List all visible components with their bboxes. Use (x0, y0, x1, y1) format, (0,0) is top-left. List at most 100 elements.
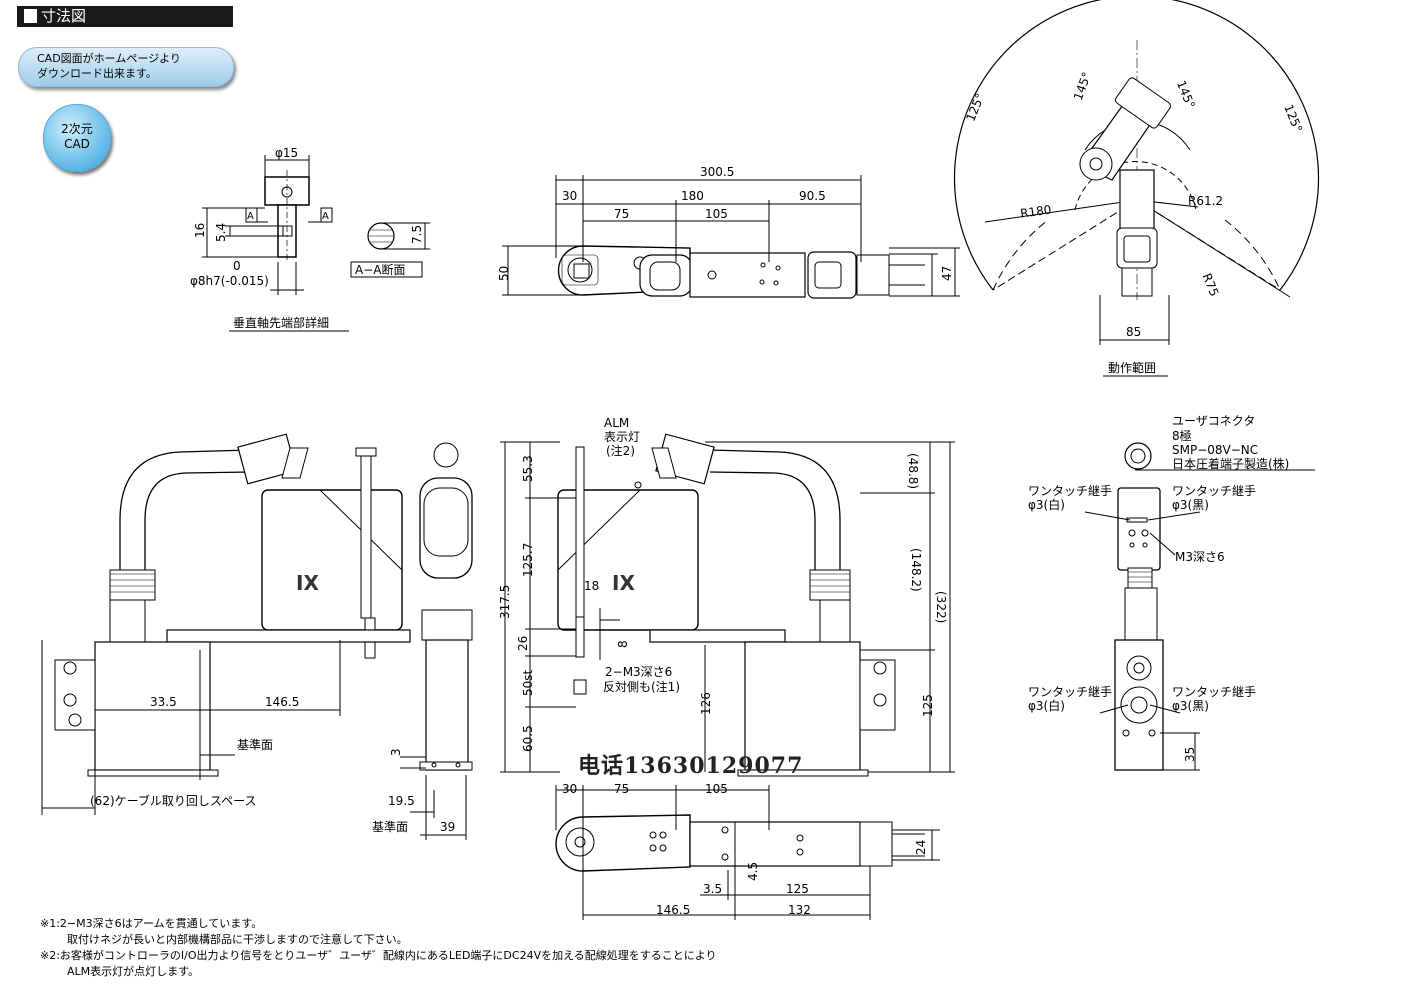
main-alm-3: (注2) (606, 443, 635, 458)
side-dim-146-5: 146.5 (265, 695, 299, 709)
cad-note-line2: ダウンロード出来ます。 (37, 67, 157, 80)
cad-badge-line2: CAD (64, 137, 90, 151)
top-dim-30: 30 (562, 189, 577, 203)
rear-fit-d-2: φ3(黒) (1172, 699, 1209, 713)
bottom-dim-4-5: 4.5 (746, 862, 760, 881)
rear-fit-d-1: ワンタッチ継手 (1172, 684, 1256, 699)
rear-fit-b-2: φ3(黒) (1172, 498, 1209, 512)
range-angle-125-left: 125° (963, 91, 987, 123)
footnote-1: ※1:2−M3深さ6はアームを貫通しています。 (40, 917, 263, 930)
bottom-dim-24: 24 (914, 840, 928, 855)
bottom-dim-3-5: 3.5 (703, 882, 722, 896)
bottom-dim-146-5: 146.5 (656, 903, 690, 917)
motor-block (807, 251, 857, 299)
rear-connector-3: SMP−08V−NC (1172, 443, 1258, 457)
shaft-detail-caption: 垂直軸先端部詳細 (233, 315, 329, 330)
rear-upper-body (1117, 487, 1161, 571)
main-dim-50st: 50st (521, 669, 535, 696)
front-base-label: 基準面 (372, 819, 408, 834)
front-dim-19-5: 19.5 (388, 794, 415, 808)
main-dim-48-8: (48.8) (906, 453, 920, 489)
shaft-dim-5-4: 5.4 (214, 223, 228, 242)
main-side-view: IX ALM 表示灯 (注2) 55.3 125.7 317.5 26 50st… (498, 416, 955, 777)
front-view: 3 19.5 基準面 39 (372, 442, 473, 840)
side-base-plate (166, 629, 411, 643)
main-ix-logo: IX (612, 571, 635, 595)
bottom-dim-132: 132 (788, 903, 811, 917)
main-alm-2: 表示灯 (604, 430, 640, 444)
shaft-flat (282, 225, 293, 237)
main-m3-line2: 反対側も(注1) (603, 679, 680, 694)
section-label-box (350, 261, 423, 278)
main-dim-126: 126 (699, 692, 713, 715)
front-dim-3: 3 (389, 748, 403, 756)
rear-fit-a-2: φ3(白) (1028, 497, 1065, 512)
side-shaft (360, 452, 372, 619)
side-view: IX 33.5 146.5 基準面 (62)ケーブル取り回しスペース (41, 433, 411, 815)
rear-fit-c-2: φ3(白) (1028, 698, 1065, 713)
main-dim-148-2: (148.2) (909, 548, 923, 592)
rear-m3: M3深さ6 (1175, 550, 1225, 564)
section-mark-a-right: A (322, 211, 329, 222)
top-dim-105: 105 (705, 207, 728, 221)
bottom-dim-105: 105 (705, 782, 728, 796)
rear-fit-b-1: ワンタッチ継手 (1172, 483, 1256, 498)
shaft-dim-phi15: φ15 (275, 146, 298, 160)
side-dim-62: (62)ケーブル取り回しスペース (90, 793, 256, 808)
range-angle-145-right: 145° (1174, 78, 1198, 110)
bottom-dim-75: 75 (614, 782, 629, 796)
main-dim-26: 26 (516, 636, 530, 651)
section-mark-left (245, 207, 258, 223)
top-dim-75: 75 (614, 207, 629, 221)
section-mark-a-left: A (247, 211, 254, 222)
header-marker (24, 9, 37, 23)
rear-connector-4: 日本圧着端子製造(株) (1172, 456, 1289, 471)
cad-note-line1: CAD図面がホームページより (37, 52, 181, 65)
top-dim-90-5: 90.5 (799, 189, 826, 203)
range-r180: R180 (1019, 202, 1052, 220)
side-base-label: 基準面 (237, 737, 273, 752)
phone-watermark: 电话13630129077 (578, 753, 804, 779)
top-view: 300.5 30 180 90.5 75 105 50 47 (497, 165, 960, 299)
cad-2d-badge[interactable]: 2次元 CAD (43, 104, 111, 172)
bottom-arm2 (689, 821, 861, 867)
cad-download-note[interactable]: CAD図面がホームページより ダウンロード出来ます。 (18, 47, 234, 87)
main-dim-125-7: 125.7 (521, 543, 535, 577)
rear-connector-2: 8極 (1172, 428, 1192, 443)
cad-badge-line1: 2次元 (61, 122, 93, 136)
main-dim-8: 8 (616, 640, 630, 648)
bottom-dim-30: 30 (562, 782, 577, 796)
range-angle-125-right: 125° (1281, 102, 1305, 134)
top-dim-47: 47 (940, 266, 954, 281)
main-shaft (575, 446, 585, 618)
main-dim-317-5: 317.5 (498, 585, 512, 619)
top-dim-300-5: 300.5 (700, 165, 734, 179)
bottom-view: 30 75 105 3.5 4.5 125 146.5 132 24 (555, 782, 940, 920)
side-dim-33-5: 33.5 (150, 695, 177, 709)
arm2-outline (689, 252, 806, 298)
main-dim-125: 125 (921, 694, 935, 717)
shaft-detail: φ15 16 5.4 7.5 0 φ8h7(-0.015) A A A−A断面 … (190, 146, 430, 332)
range-caption: 動作範囲 (1108, 360, 1156, 375)
footnote-2: 取付けネジが長いと内部機構部品に干渉しますので注意して下さい。 (67, 933, 408, 946)
rear-fit-a-1: ワンタッチ継手 (1028, 483, 1112, 498)
top-dim-180: 180 (681, 189, 704, 203)
main-dim-60-5: 60.5 (521, 725, 535, 752)
rear-fit-c-1: ワンタッチ継手 (1028, 684, 1112, 699)
footnote-3: ※2:お客様がコントローラのI/O出力より信号をとりユーザ゛ユーザ゛配線内にある… (40, 949, 717, 962)
side-ix-logo: IX (296, 571, 319, 595)
section-title: 寸法図 (41, 7, 87, 25)
main-dim-18: 18 (584, 579, 599, 593)
bottom-dim-125: 125 (786, 882, 809, 896)
bottom-arm1 (555, 814, 691, 872)
side-housing (261, 489, 403, 631)
main-alm-1: ALM (604, 416, 629, 430)
rear-view: ユーザコネクタ 8極 SMP−08V−NC 日本圧着端子製造(株) ワンタッチ継… (1028, 414, 1315, 771)
front-column (425, 639, 469, 771)
main-dim-55-3: 55.3 (521, 455, 535, 482)
rear-dim-35: 35 (1183, 747, 1197, 762)
range-r61: R61.2 (1188, 194, 1223, 208)
range-r75: R75 (1200, 271, 1222, 298)
footnote-4: ALM表示灯が点灯します。 (67, 965, 200, 978)
